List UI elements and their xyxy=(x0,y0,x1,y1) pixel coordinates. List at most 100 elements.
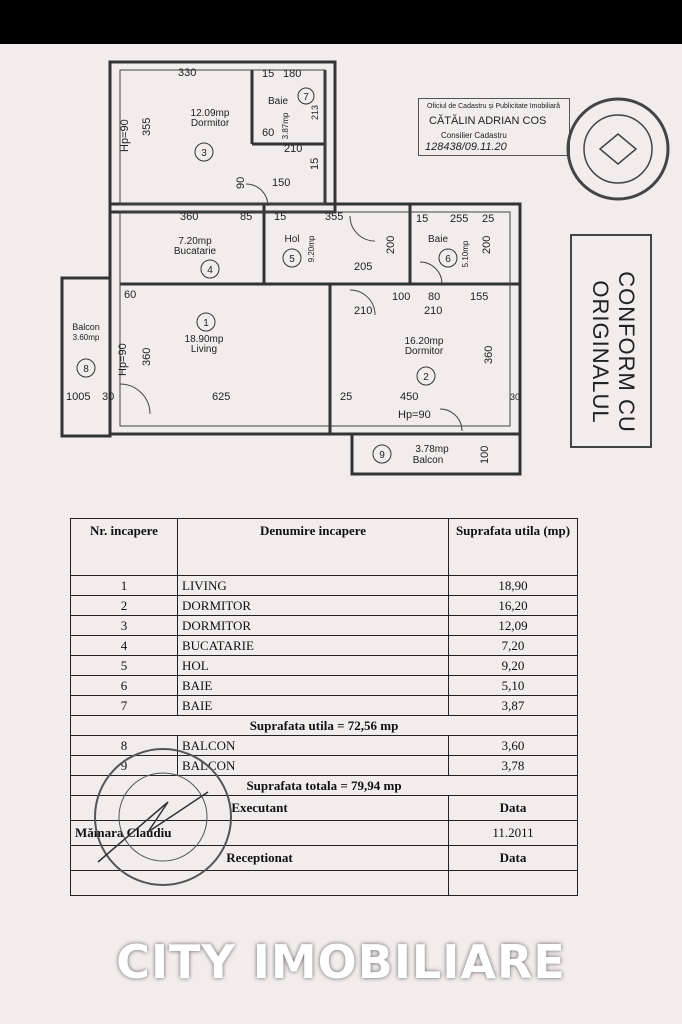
row-nr: 2 xyxy=(70,595,178,616)
dim-360c: 360 xyxy=(483,346,495,364)
dim-200: 200 xyxy=(385,236,397,254)
dim-1005: 1005 xyxy=(66,391,90,403)
row-area: 18,90 xyxy=(448,575,578,596)
room-9-area: 3.78mp xyxy=(415,444,449,455)
dim-15c: 15 xyxy=(274,211,286,223)
receptionat-data-label: Data xyxy=(448,845,578,871)
dim-330: 330 xyxy=(178,67,196,79)
dim-155: 155 xyxy=(470,291,488,303)
row-name: DORMITOR xyxy=(177,595,449,616)
room-1-area: 18.90mp xyxy=(185,334,224,345)
row-area: 16,20 xyxy=(448,595,578,616)
room-7-number: 7 xyxy=(303,92,309,103)
room-6-number: 6 xyxy=(445,254,451,265)
row-nr: 6 xyxy=(70,675,178,696)
dim-80: 80 xyxy=(428,291,440,303)
dim-450: 450 xyxy=(400,391,418,403)
dim-180: 180 xyxy=(283,68,301,80)
dim-hp90c: Hp=90 xyxy=(398,409,431,421)
room-2-number: 2 xyxy=(423,372,429,383)
dim-85: 85 xyxy=(240,211,252,223)
conform-stamp: CONFORM CU ORIGINALUL xyxy=(570,234,652,448)
dim-25b: 25 xyxy=(340,391,352,403)
room-3-area: 12.09mp xyxy=(191,108,230,119)
dim-30b: 30 xyxy=(510,392,520,402)
room-2-area: 16.20mp xyxy=(405,336,444,347)
dim-205: 205 xyxy=(354,261,372,273)
row-nr: 5 xyxy=(70,655,178,676)
row-name: BUCATARIE xyxy=(177,635,449,656)
dim-hp90b: Hp=90 xyxy=(117,343,129,376)
dim-210c: 210 xyxy=(424,305,442,317)
room-8-number: 8 xyxy=(83,364,89,375)
row-area: 7,20 xyxy=(448,635,578,656)
room-3-number: 3 xyxy=(201,148,207,159)
useful-area-total: Suprafata utila = 72,56 mp xyxy=(70,715,578,736)
room-9-name: Balcon xyxy=(413,455,444,466)
room-9-number: 9 xyxy=(379,450,385,461)
row-name: BALCON xyxy=(177,735,449,756)
room-4-area: 7.20mp xyxy=(178,236,212,247)
room-2-name: Dormitor xyxy=(405,346,444,357)
cadastre-role: Consilier Cadastru xyxy=(441,131,507,140)
conform-stamp-text: CONFORM CU ORIGINALUL xyxy=(588,271,639,433)
dim-210b: 210 xyxy=(354,305,372,317)
row-nr: 7 xyxy=(70,695,178,716)
receptionat-blank xyxy=(70,870,449,896)
row-nr: 3 xyxy=(70,615,178,636)
cadastre-office: Oficiul de Cadastru și Publicitate Imobi… xyxy=(427,103,561,110)
row-area: 5,10 xyxy=(448,675,578,696)
rooms-table: Nr. incapere Denumire incapere Suprafata… xyxy=(70,518,578,896)
row-area: 3,60 xyxy=(448,735,578,756)
dim-360b: 360 xyxy=(141,348,153,366)
dim-355b: 355 xyxy=(325,211,343,223)
room-6-name: Baie xyxy=(428,234,448,245)
col-header-nr: Nr. incapere xyxy=(70,518,178,576)
dim-150: 150 xyxy=(272,177,290,189)
col-header-area: Suprafata utila (mp) xyxy=(448,518,578,576)
col-header-name: Denumire incapere xyxy=(177,518,449,576)
row-name: BAIE xyxy=(177,675,449,696)
dim-210: 210 xyxy=(284,143,302,155)
row-area: 12,09 xyxy=(448,615,578,636)
dim-60: 60 xyxy=(262,127,274,139)
dim-25: 25 xyxy=(482,213,494,225)
room-7-name: Baie xyxy=(268,96,288,107)
receptionat-date-blank xyxy=(448,870,578,896)
room-8-area: 3.60mp xyxy=(73,333,100,342)
room-7-area: 3.87mp xyxy=(281,112,290,139)
executant-seal-icon xyxy=(94,748,232,886)
row-name: BAIE xyxy=(177,695,449,716)
floor-plan: 330 15 180 355 Hp=90 213 60 210 15 150 9… xyxy=(60,60,522,476)
room-5-area: 9.20mp xyxy=(307,235,316,262)
dim-360: 360 xyxy=(180,211,198,223)
row-name: BALCON xyxy=(177,755,449,776)
brand-watermark: CITY IMOBILIARE xyxy=(116,935,566,989)
dim-213: 213 xyxy=(310,105,320,120)
dim-100: 100 xyxy=(392,291,410,303)
room-5-name: Hol xyxy=(284,234,299,245)
row-area: 3,87 xyxy=(448,695,578,716)
room-5-number: 5 xyxy=(289,254,295,265)
row-nr: 1 xyxy=(70,575,178,596)
row-area: 9,20 xyxy=(448,655,578,676)
room-1-number: 1 xyxy=(203,318,209,329)
dim-15: 15 xyxy=(262,68,274,80)
dim-200b: 200 xyxy=(481,236,493,254)
dim-625: 625 xyxy=(212,391,230,403)
document-sheet: 330 15 180 355 Hp=90 213 60 210 15 150 9… xyxy=(0,44,682,1024)
dim-90: 90 xyxy=(235,177,247,189)
dim-30: 30 xyxy=(102,391,114,403)
dim-hp90: Hp=90 xyxy=(119,119,131,152)
room-8-name: Balcon xyxy=(72,322,100,332)
room-4-name: Bucatarie xyxy=(174,246,217,257)
cadastre-number: 128438/09.11.20 xyxy=(425,141,507,153)
